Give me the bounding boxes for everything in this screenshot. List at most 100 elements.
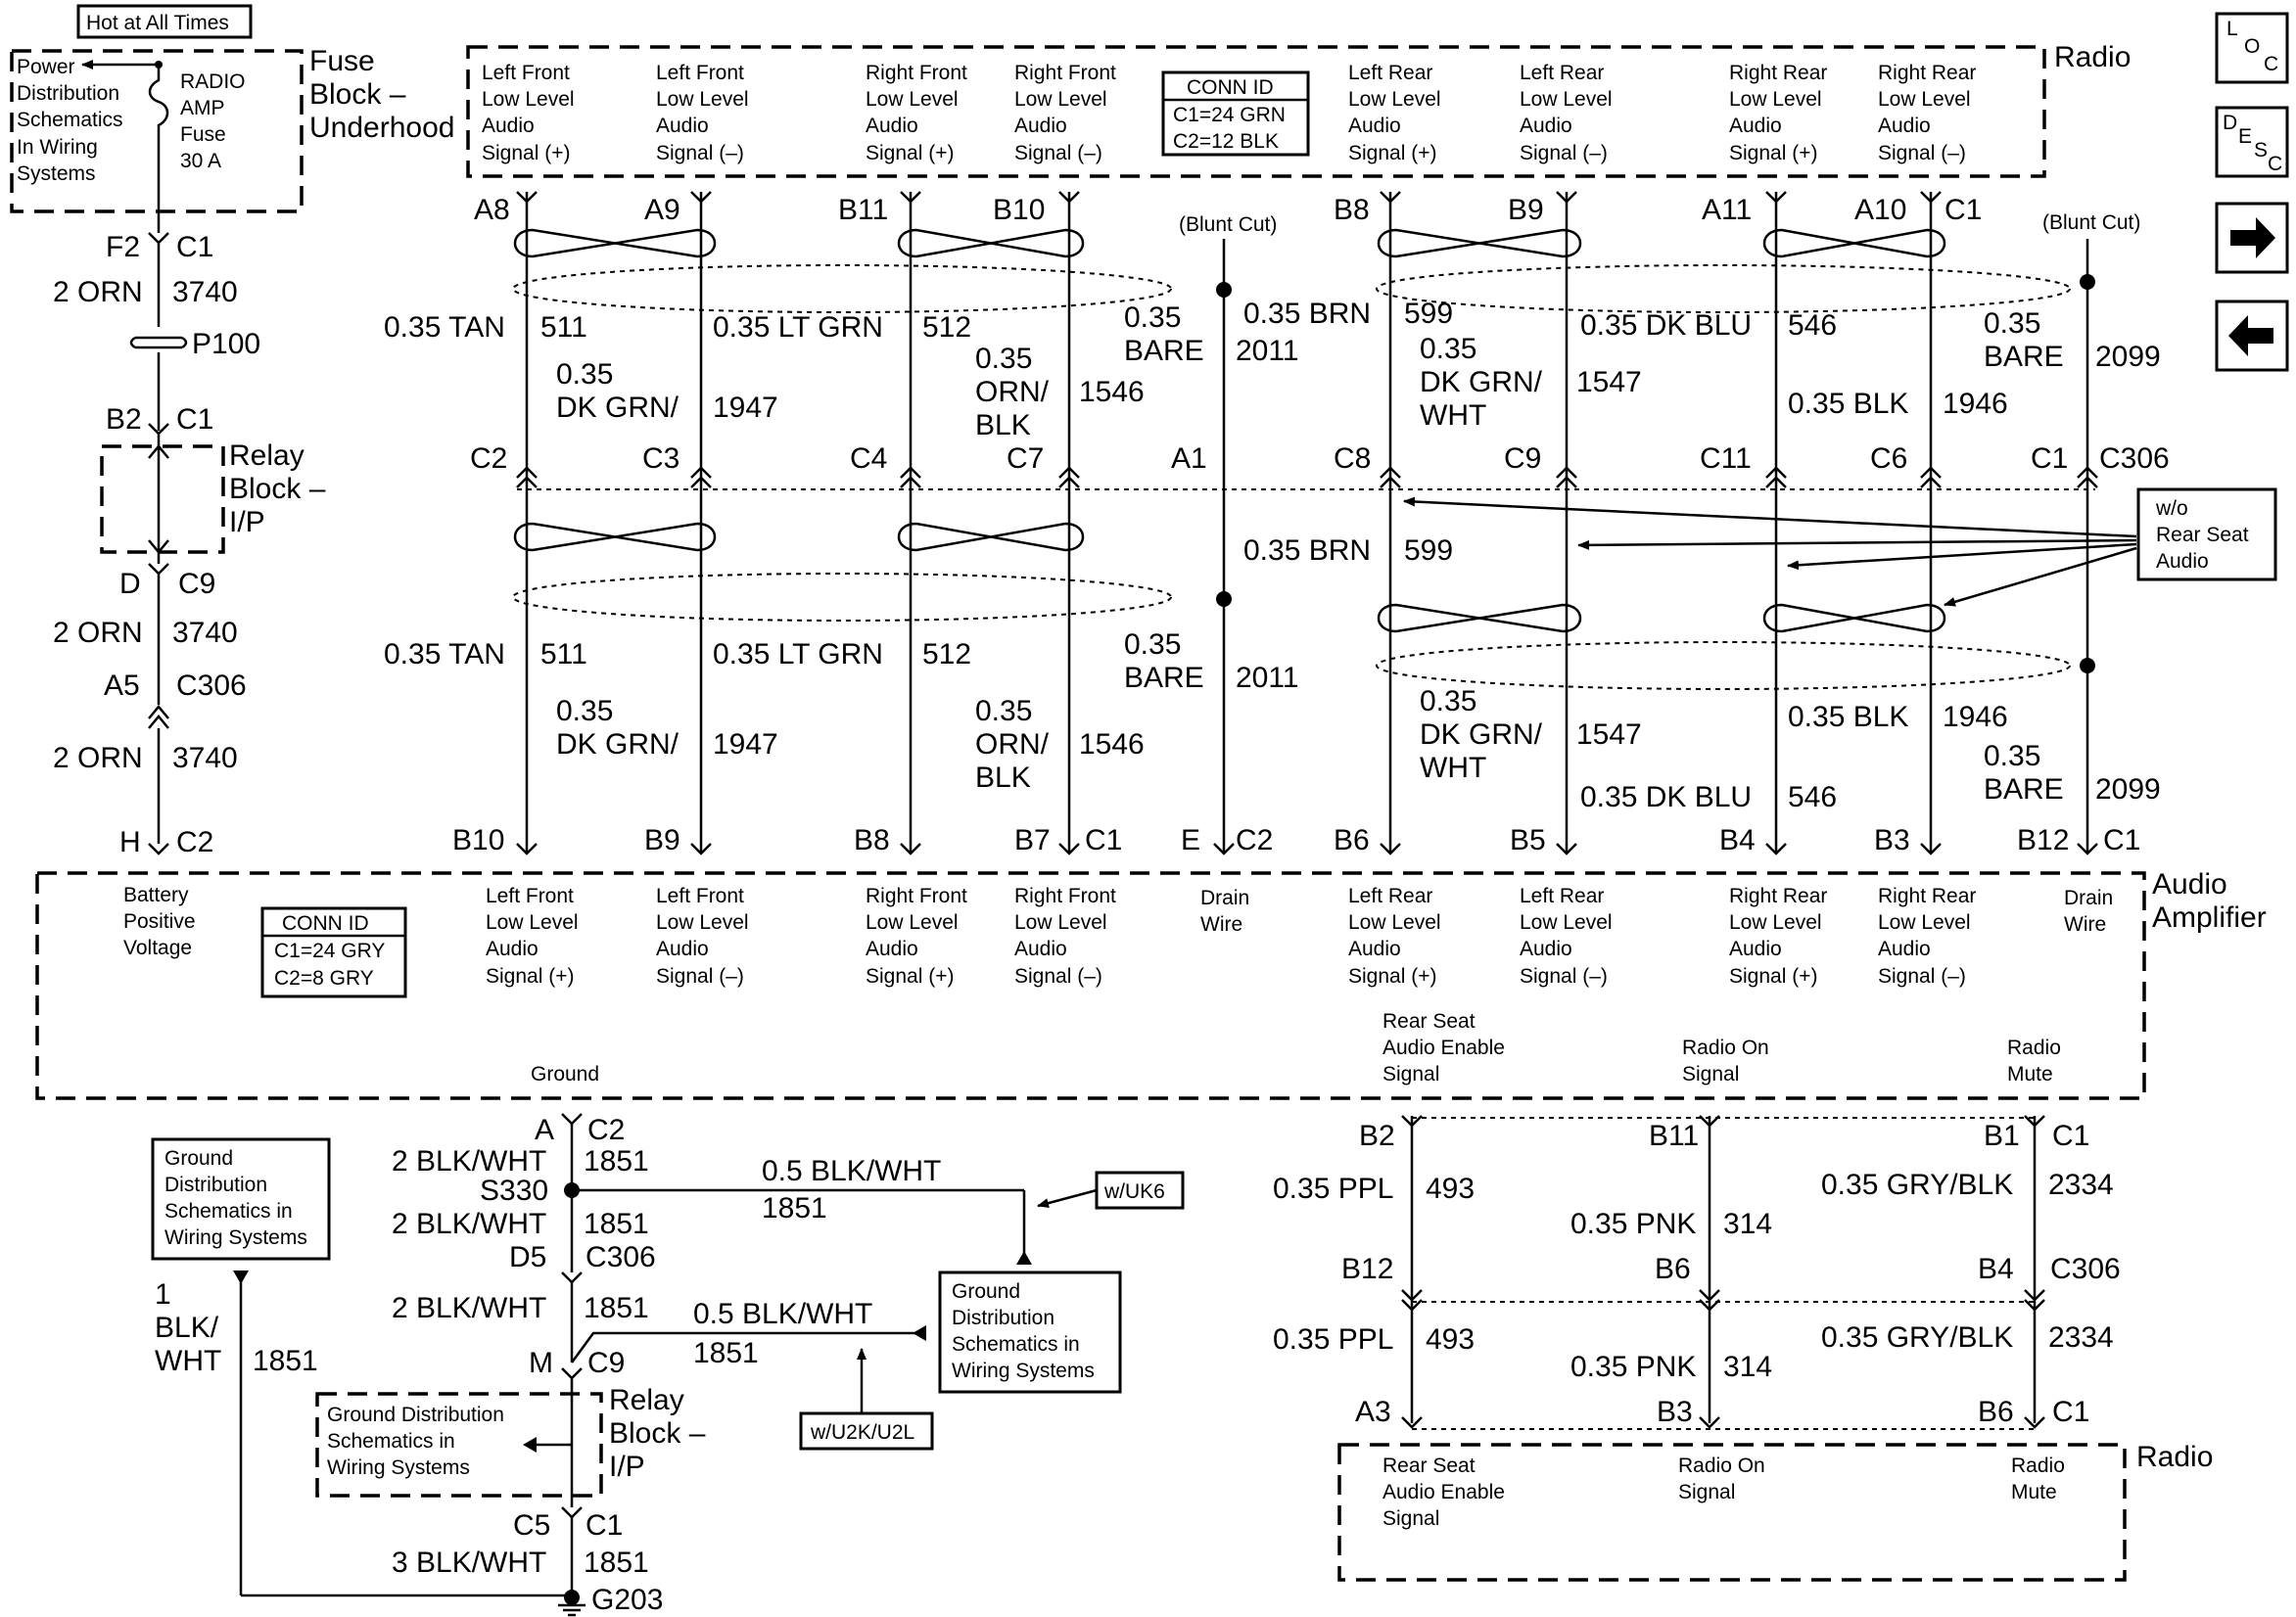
wo-rear-label-2: Rear Seat [2156, 524, 2249, 546]
pin-c2-mid: C2 [470, 442, 507, 475]
wire-pnk-b-gauge: 0.35 PNK [1570, 1351, 1696, 1383]
d5-pin-mark [561, 1271, 583, 1284]
back-button[interactable] [2215, 300, 2289, 372]
blunt-cut-1: (Blunt Cut) [1179, 213, 1277, 236]
radio-sig-lr-plus-2: Low Level [1348, 88, 1441, 111]
pin-a11: A11 [1702, 194, 1752, 226]
wu2k-label: w/U2K/U2L [810, 1421, 914, 1444]
gdist-left-1: Ground [164, 1147, 233, 1170]
amp-sig-lr-minus-4: Signal (–) [1520, 965, 1608, 988]
audio-amplifier: Audio Amplifier Battery Positive Voltage… [35, 868, 2267, 1100]
wu2k-box [799, 1411, 934, 1451]
radio-sig-rr-minus-1: Right Rear [1878, 62, 1976, 84]
wire-grybk-b-gauge: 0.35 GRY/BLK [1821, 1321, 2013, 1354]
radio-sig-lf-minus-4: Signal (–) [656, 142, 744, 164]
desc-letter-e: E [2238, 125, 2252, 148]
a5-pin-icon [148, 705, 169, 729]
twist-rr-mid [1762, 603, 1946, 633]
wire-bw05-b-circuit: 1851 [693, 1337, 759, 1369]
pin-d: D [119, 568, 141, 600]
pin-b1-ctrl: B1 [1984, 1120, 2020, 1152]
battery-label-1: Battery [123, 884, 189, 906]
next-button[interactable] [2215, 202, 2289, 274]
wire-bw2-b-circuit: 1851 [584, 1208, 649, 1240]
radio-on-2: Signal [1678, 1481, 1735, 1503]
twist-lr-mid [1377, 603, 1582, 633]
pin-b12-amp: B12 [2017, 824, 2069, 856]
amp-sig-lr-minus-1: Left Rear [1520, 885, 1604, 907]
wire-orn-1-gauge: 2 ORN [53, 276, 143, 308]
pin-c8: C8 [1334, 442, 1371, 475]
pin-b4-ctrl: B4 [1978, 1253, 2014, 1285]
desc-letter-c: C [2268, 153, 2282, 175]
relay-block-b-label-3: I/P [609, 1451, 645, 1483]
radio-conn-id: CONN ID C1=24 GRN C2=12 BLK [1161, 70, 1310, 157]
amp-ground-pin-mark [561, 1113, 583, 1126]
radio-rsae-1: Rear Seat [1382, 1455, 1476, 1477]
ground-g203: G203 [591, 1584, 663, 1616]
radio-sig-lf-minus-2: Low Level [656, 88, 749, 111]
radio-sig-rf-plus-1: Right Front [866, 62, 967, 84]
radio-signal-rf-minus: Right Front Low Level Audio Signal (–) [1014, 62, 1116, 164]
amp-sig-rf-plus-4: Signal (+) [866, 965, 954, 988]
ctrl-pin-marks-mid [1401, 1289, 2045, 1312]
power-dist-label-5: Systems [17, 162, 96, 185]
wire-brn-top-gauge: 0.35 BRN [1243, 298, 1371, 330]
wire-grybk-b-circuit: 2334 [2048, 1321, 2114, 1354]
radio-top: Radio Left Front Low Level Audio Signal … [466, 41, 2131, 178]
hot-at-all-times-box [76, 4, 253, 39]
amp-signal-rr-minus: Right Rear Low Level Audio Signal (–) [1878, 885, 1976, 988]
relay-block-label-2: Block – [229, 473, 326, 505]
power-dist-label-3: Schematics [17, 109, 123, 131]
loc-button[interactable]: L O C [2215, 12, 2289, 84]
amp-conn-id: CONN ID C1=24 GRY C2=8 GRY [260, 906, 407, 998]
loc-letter-o: O [2244, 35, 2260, 58]
loc-button-frame[interactable] [2215, 12, 2289, 84]
wo-rear-arrow-3 [1787, 542, 2137, 571]
radio-sig-rf-plus-4: Signal (+) [866, 142, 954, 164]
wire-dkgrn-top-circuit: 1947 [713, 392, 778, 424]
uk6-arrow [1016, 1251, 1032, 1265]
relay-block-b-label-2: Block – [609, 1417, 706, 1450]
amp-sig-rf-minus-1: Right Front [1014, 885, 1116, 907]
amp-pin-marks [516, 843, 2098, 855]
wire-ltgrn-top-gauge: 0.35 LT GRN [713, 311, 883, 344]
wire-bw05-a-gauge: 0.5 BLK/WHT [762, 1155, 941, 1187]
pin-c1-ctrl-top: C1 [2052, 1120, 2089, 1152]
radio-sig-rr-minus-3: Audio [1878, 115, 1931, 137]
wire-dkgrn-bot-circuit: 1947 [713, 728, 778, 761]
amp-label-1: Audio [2152, 868, 2227, 901]
ctrl-pin-marks-top [1401, 1115, 2045, 1128]
desc-button-frame[interactable] [2215, 106, 2289, 178]
pin-d5: D5 [509, 1241, 546, 1273]
wire-dkgrnwht-bot-circuit: 1547 [1576, 718, 1642, 751]
amp-drain-2b: Wire [2064, 913, 2106, 936]
radio-sig-lf-plus-1: Left Front [482, 62, 570, 84]
wire-bw1-circuit: 1851 [253, 1345, 318, 1377]
power-dist-label-4: In Wiring [17, 136, 98, 159]
pin-c3: C3 [642, 442, 679, 475]
amp-radio-mute-2: Mute [2007, 1063, 2053, 1086]
pin-c1-rb: C1 [176, 403, 213, 436]
amp-radio-on-2: Signal [1682, 1063, 1739, 1086]
radio-sig-lf-plus-2: Low Level [482, 88, 575, 111]
fuse-icon [148, 65, 169, 135]
wire-bw2-c-gauge: 2 BLK/WHT [392, 1292, 546, 1324]
pin-b5-amp: B5 [1510, 824, 1546, 856]
radio-conn-id-title: CONN ID [1187, 76, 1274, 99]
twist-lr-top [1377, 228, 1582, 258]
desc-button[interactable]: D E S C [2215, 106, 2289, 178]
radio-sig-lr-minus-1: Left Rear [1520, 62, 1604, 84]
f2-pin-icon [148, 232, 169, 245]
loc-letter-c: C [2264, 53, 2278, 75]
wire-dkgrnwht-bot-2: DK GRN/ [1420, 718, 1543, 751]
wire-ltgrn-bot-gauge: 0.35 LT GRN [713, 638, 883, 670]
pin-c1-fb: C1 [176, 231, 213, 263]
wire-ornblk-bot-1: 0.35 [975, 695, 1032, 727]
u2k-branch [570, 1331, 914, 1363]
wo-rear-seat-audio: w/o Rear Seat Audio [1403, 487, 2277, 607]
wo-rear-arrow-1 [1403, 496, 2137, 538]
wire-dkgrnwht-top-circuit: 1547 [1576, 366, 1642, 398]
radio-sig-rf-plus-2: Low Level [866, 88, 959, 111]
pin-h: H [119, 826, 141, 858]
